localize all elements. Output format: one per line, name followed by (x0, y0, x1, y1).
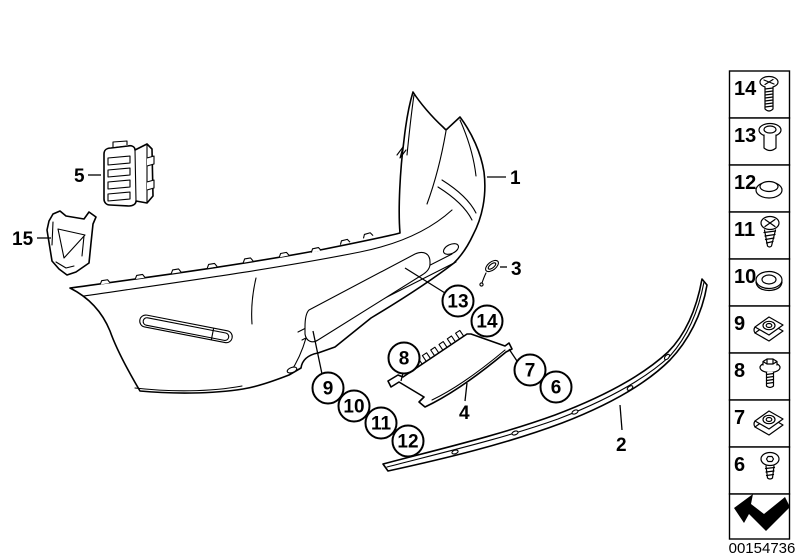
label-part-2[interactable]: 2 (616, 435, 627, 456)
callout-8[interactable]: 8 (387, 341, 421, 375)
callout-8-label[interactable]: 8 (399, 349, 410, 370)
sidebar-item-13-number[interactable]: 13 (734, 125, 756, 147)
callout-9-label[interactable]: 9 (323, 379, 334, 400)
mounting-bracket-drawing (103, 140, 155, 207)
callout-13-label[interactable]: 13 (447, 292, 468, 313)
sidebar-item-9[interactable]: 9 (728, 305, 791, 354)
callout-6-label[interactable]: 6 (551, 378, 562, 399)
callout-7[interactable]: 7 (513, 353, 547, 387)
callout-7-label[interactable]: 7 (525, 361, 536, 382)
license-plate-recess (304, 251, 431, 343)
flange-bolt-icon (759, 358, 781, 389)
callout-11-label[interactable]: 11 (371, 414, 392, 435)
label-part-15[interactable]: 15 (12, 229, 34, 250)
callout-6[interactable]: 6 (539, 370, 573, 404)
sidebar-item-8-number[interactable]: 8 (734, 360, 745, 382)
sidebar-item-6-number[interactable]: 6 (734, 454, 745, 476)
leader-lines (37, 174, 623, 431)
sidebar-item-12[interactable]: 12 (728, 164, 791, 213)
sidebar-item-11-number[interactable]: 11 (734, 219, 755, 241)
flat-washer-icon (755, 270, 783, 292)
label-part-1[interactable]: 1 (510, 168, 521, 189)
bumper-cover-drawing (69, 91, 486, 394)
trim-strip-drawing (382, 278, 708, 472)
part-number: 00154736 (729, 540, 796, 557)
sidebar-item-6[interactable]: 6 (728, 446, 791, 495)
clip-nut-icon (753, 410, 784, 436)
sidebar-item-11[interactable]: 11 (728, 211, 791, 260)
tow-hook-eyelet-drawing (479, 259, 499, 287)
sidebar-item-7[interactable]: 7 (728, 399, 791, 448)
callout-9[interactable]: 9 (311, 371, 345, 405)
clip-nut-icon (753, 316, 784, 342)
sidebar-item-14[interactable]: 14 (728, 70, 791, 119)
guide-bracket-drawing (46, 210, 97, 276)
bumper-edge-tabs (99, 232, 374, 285)
sidebar-nav-button[interactable] (728, 493, 791, 540)
machine-screw-icon (759, 75, 779, 112)
tapping-screw-icon (760, 215, 780, 248)
callout-14[interactable]: 14 (470, 304, 504, 338)
sidebar-item-10[interactable]: 10 (728, 258, 791, 307)
callout-12[interactable]: 12 (391, 424, 425, 458)
label-part-5[interactable]: 5 (74, 166, 85, 187)
sidebar-item-10-number[interactable]: 10 (734, 266, 756, 288)
sidebar-item-13[interactable]: 13 (728, 117, 791, 166)
cup-washer-icon (755, 180, 783, 199)
callout-10-label[interactable]: 10 (343, 397, 364, 418)
back-arrow-icon[interactable] (734, 494, 790, 531)
bumper-detail-lines (83, 94, 477, 392)
sleeve-nut-icon (758, 122, 782, 152)
sidebar-item-7-number[interactable]: 7 (734, 407, 745, 429)
callout-11[interactable]: 11 (364, 406, 398, 440)
label-part-3[interactable]: 3 (511, 259, 522, 280)
pan-head-screw-icon (760, 451, 780, 480)
sidebar-item-14-number[interactable]: 14 (734, 78, 757, 100)
sidebar-item-8[interactable]: 8 (728, 352, 791, 401)
callout-12-label[interactable]: 12 (397, 432, 418, 453)
callout-13[interactable]: 13 (441, 284, 475, 318)
reflector-slot (139, 314, 233, 344)
label-part-4[interactable]: 4 (459, 403, 470, 424)
callout-14-label[interactable]: 14 (476, 312, 498, 333)
sidebar-item-9-number[interactable]: 9 (734, 313, 745, 335)
callout-10[interactable]: 10 (337, 389, 371, 423)
sidebar-item-12-number[interactable]: 12 (734, 172, 756, 194)
